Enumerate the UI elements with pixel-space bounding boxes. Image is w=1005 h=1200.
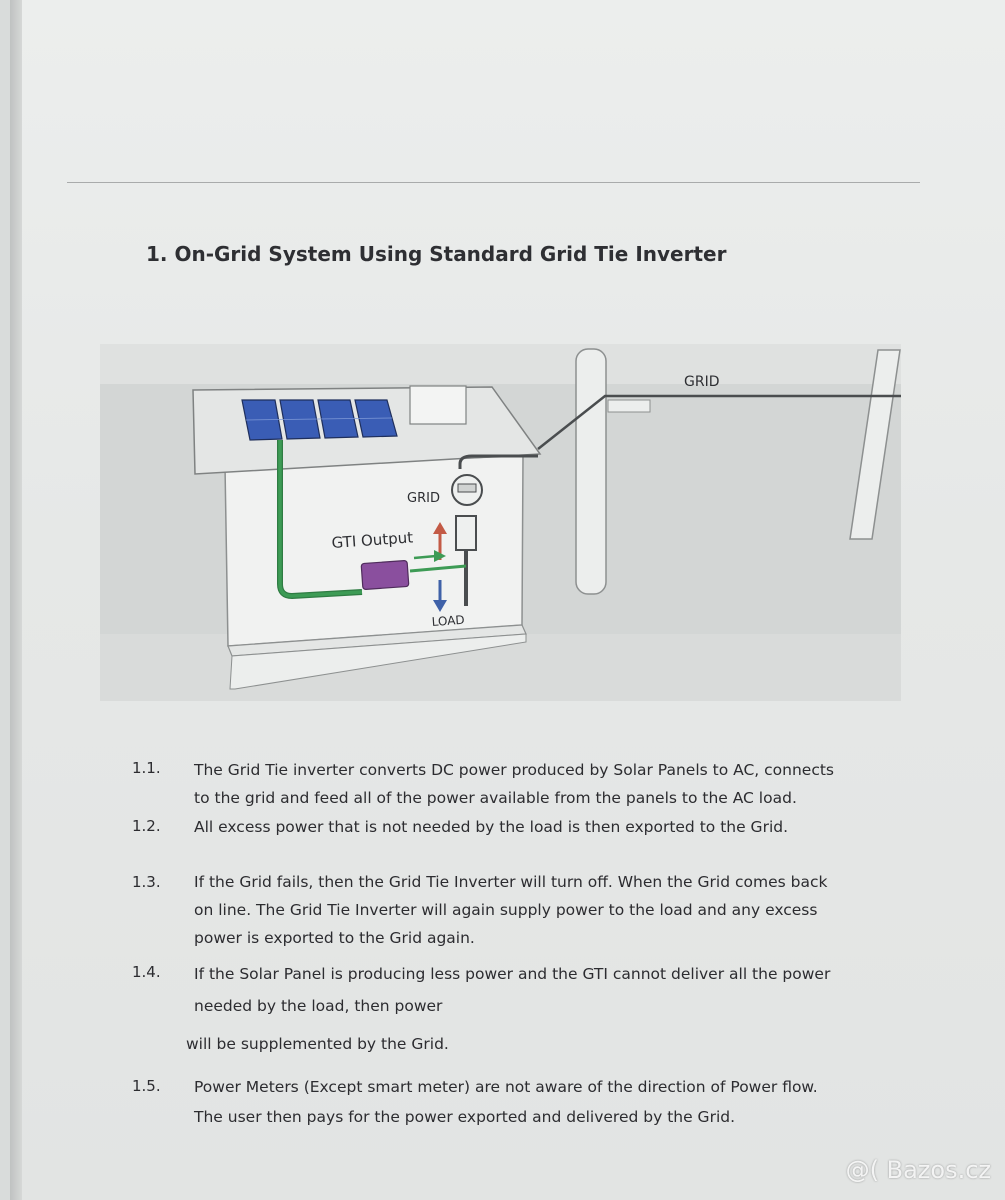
on-grid-diagram: GRID GRID GTI Output LOAD bbox=[100, 344, 901, 701]
gti-inverter bbox=[360, 560, 410, 590]
watermark-logo: @( Bazos.cz bbox=[845, 1156, 991, 1184]
item-text: All excess power that is not needed by t… bbox=[194, 813, 904, 841]
label-gti-output: GTI Output bbox=[331, 528, 414, 552]
dc-cable bbox=[278, 440, 363, 598]
service-drop bbox=[458, 454, 538, 469]
label-grid-meter: GRID bbox=[407, 491, 440, 506]
item-text: Power Meters (Except smart meter) are no… bbox=[194, 1072, 904, 1132]
item-line: If the Solar Panel is producing less pow… bbox=[194, 965, 831, 983]
breaker-box bbox=[455, 515, 477, 551]
utility-pole-left bbox=[575, 348, 607, 595]
label-load: LOAD bbox=[431, 613, 465, 629]
grid-cable bbox=[537, 394, 901, 450]
page-edge bbox=[10, 0, 22, 1200]
item-number: 1.2. bbox=[132, 817, 161, 835]
item-number: 1.4. bbox=[132, 963, 161, 981]
label-grid-line: GRID bbox=[684, 374, 720, 390]
item-text: The Grid Tie inverter converts DC power … bbox=[194, 756, 904, 812]
item-number: 1.1. bbox=[132, 759, 161, 777]
item-text: If the Grid fails, then the Grid Tie Inv… bbox=[194, 868, 904, 952]
house-foundation bbox=[229, 633, 527, 690]
item-number: 1.3. bbox=[132, 873, 161, 891]
arrow-down-load bbox=[433, 580, 447, 612]
item-number: 1.5. bbox=[132, 1077, 161, 1095]
item-line: on line. The Grid Tie Inverter will agai… bbox=[194, 901, 818, 919]
roof-box bbox=[409, 385, 467, 425]
ac-output-cable bbox=[409, 564, 467, 573]
solar-panel-array bbox=[241, 399, 398, 441]
item-line: to the grid and feed all of the power av… bbox=[194, 789, 797, 807]
item-line: needed by the load, then power bbox=[194, 997, 443, 1015]
item-text: If the Solar Panel is producing less pow… bbox=[194, 958, 904, 1022]
pole-bracket bbox=[607, 399, 651, 413]
header-rule bbox=[67, 182, 920, 183]
item-line: Power Meters (Except smart meter) are no… bbox=[194, 1078, 818, 1096]
item-line: power is exported to the Grid again. bbox=[194, 929, 475, 947]
item-line: All excess power that is not needed by t… bbox=[194, 818, 789, 836]
section-heading: 1. On-Grid System Using Standard Grid Ti… bbox=[146, 242, 727, 266]
item-line: The Grid Tie inverter converts DC power … bbox=[194, 761, 834, 779]
item-line: If the Grid fails, then the Grid Tie Inv… bbox=[194, 873, 828, 891]
item-line: The user then pays for the power exporte… bbox=[194, 1108, 736, 1126]
diagram-sky-band bbox=[100, 344, 901, 384]
item-continuation: will be supplemented by the Grid. bbox=[186, 1035, 449, 1053]
arrow-right-output bbox=[413, 550, 446, 562]
